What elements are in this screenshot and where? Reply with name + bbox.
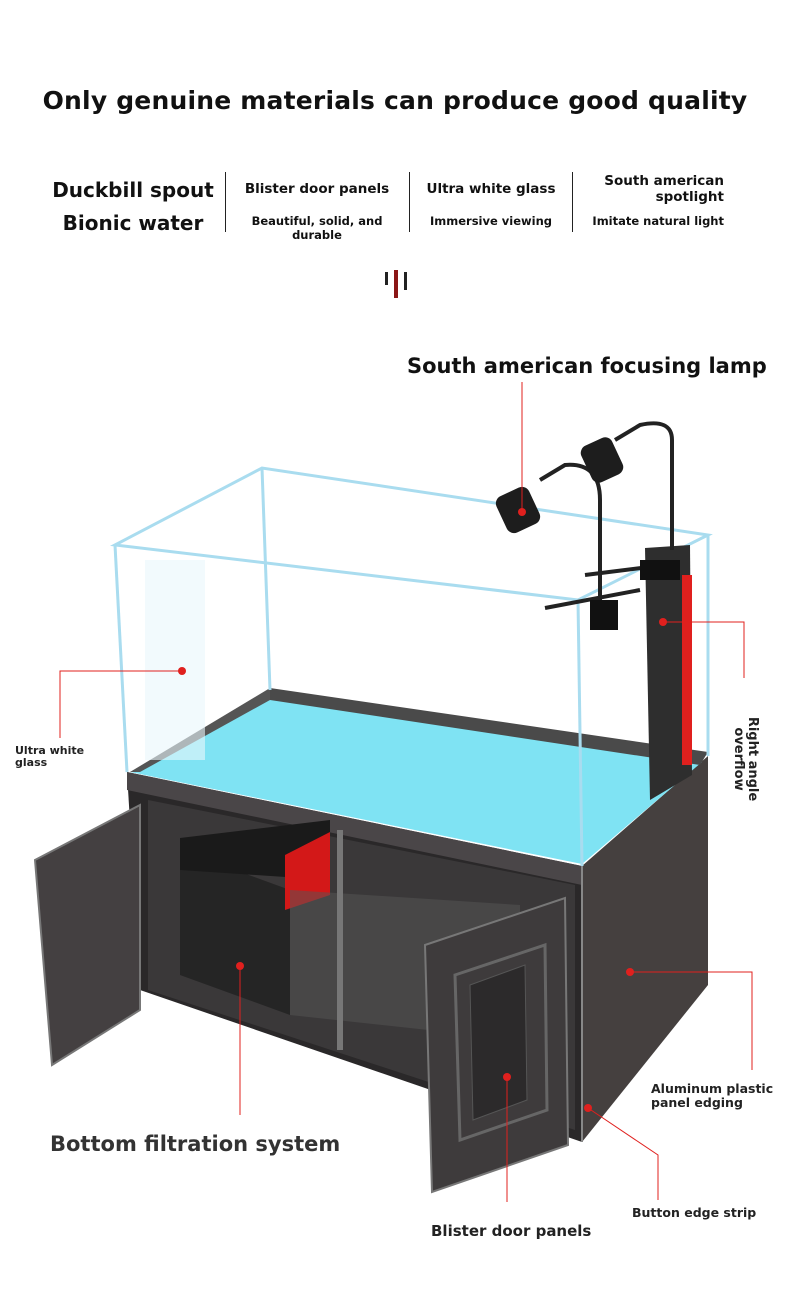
feature-subtitle: Immersive viewing — [429, 214, 553, 228]
callout-dots — [178, 508, 667, 1112]
glass-tank — [110, 466, 713, 867]
feature-title: Blister door panels — [244, 181, 390, 197]
feature-lead-line1: Duckbill spout — [52, 178, 214, 202]
feature-column: Blister door panels Beautiful, solid, an… — [228, 172, 406, 242]
feature-title: Ultra white glass — [426, 181, 556, 197]
feature-subtitle: Beautiful, solid, and durable — [251, 214, 383, 242]
page-title: Only genuine materials can produce good … — [42, 86, 748, 115]
divider — [409, 172, 410, 232]
feature-lead: Duckbill spout Bionic water — [52, 174, 214, 240]
feature-subtitle: Imitate natural light — [592, 214, 724, 228]
feature-column: Ultra white glass Immersive viewing — [412, 172, 570, 234]
callout-glass: Ultra white glass — [15, 744, 85, 769]
divider — [225, 172, 226, 232]
callout-edging: Aluminum plastic panel edging — [651, 1081, 774, 1110]
feature-column: South american spotlight Imitate natural… — [578, 172, 724, 234]
callout-filtration: Bottom filtration system — [50, 1132, 341, 1156]
callout-doors: Blister door panels — [431, 1222, 592, 1240]
feature-lead-line2: Bionic water — [62, 211, 204, 235]
divider — [572, 172, 573, 232]
callout-strip: Button edge strip — [632, 1205, 757, 1220]
callout-overflow: Right angle overflow — [731, 716, 760, 802]
water — [130, 696, 702, 864]
left-door — [33, 803, 141, 1067]
callout-lamp: South american focusing lamp — [407, 354, 767, 378]
feature-title: South american spotlight — [604, 173, 724, 205]
cabinet-side — [582, 756, 708, 1142]
decorative-bars-icon — [385, 270, 407, 298]
overflow-box — [645, 545, 692, 800]
